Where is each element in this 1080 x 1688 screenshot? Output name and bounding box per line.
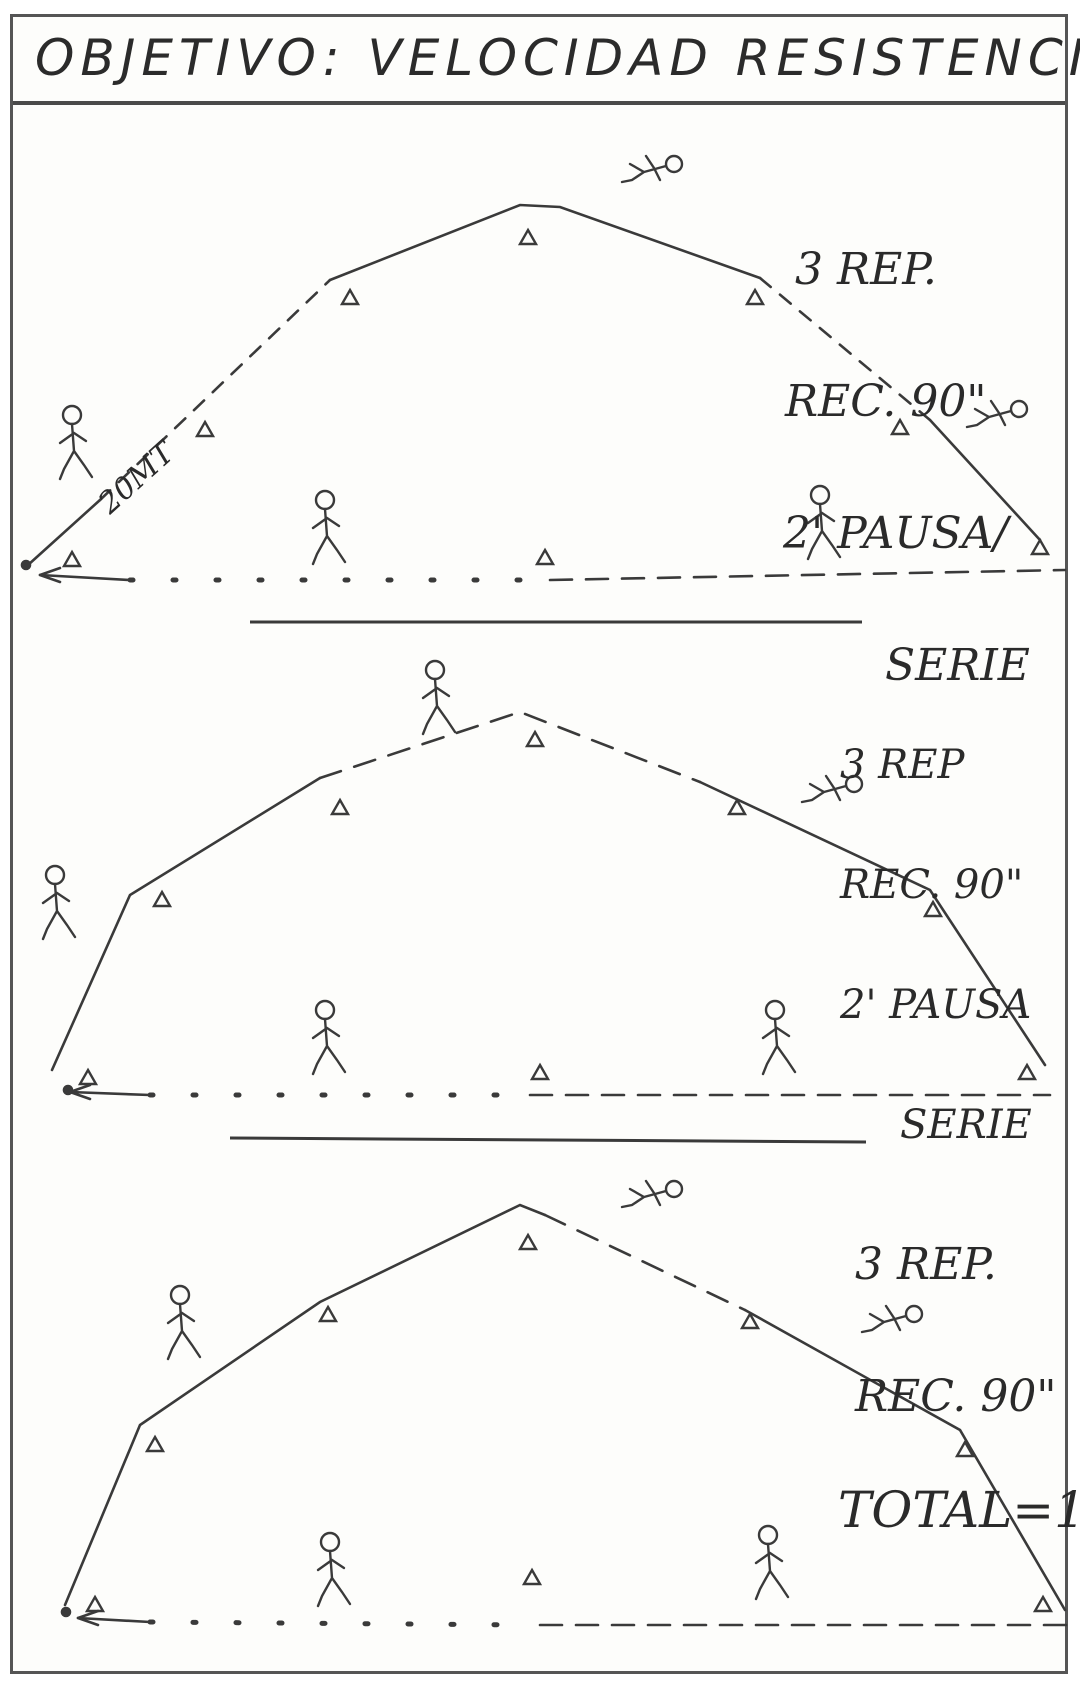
cone-icon xyxy=(1032,540,1048,554)
notes-diagram-2: 3 REP REC. 90" 2' PAUSA SERIE xyxy=(840,665,1032,1185)
section-divider xyxy=(230,1138,866,1142)
cone-icon xyxy=(342,290,358,304)
runner-icon xyxy=(168,1286,200,1359)
note-recovery: REC. 90" xyxy=(855,1375,1057,1419)
runner-icon xyxy=(318,1533,350,1606)
note-recovery: REC. 90" xyxy=(785,380,1030,424)
runner-icon xyxy=(313,491,345,564)
cone-icon xyxy=(87,1597,103,1611)
cone-icon xyxy=(332,800,348,814)
cone-icon xyxy=(520,1235,536,1249)
notes-diagram-1: 3 REP. REC. 90" 2' PAUSA/ SERIE xyxy=(795,160,1030,732)
cone-icon xyxy=(527,732,543,746)
cone-icon xyxy=(520,230,536,244)
runner-icon xyxy=(313,1001,345,1074)
runner-icon xyxy=(60,406,92,479)
cone-icon xyxy=(1035,1597,1051,1611)
note-serie: SERIE xyxy=(900,1105,1032,1145)
note-pause: 2' PAUSA/ xyxy=(783,512,1030,556)
runner-icon xyxy=(622,156,682,182)
cone-icon xyxy=(524,1570,540,1584)
runner-icon xyxy=(763,1001,795,1074)
note-reps: 3 REP. xyxy=(855,1243,1057,1287)
cone-icon xyxy=(532,1065,548,1079)
cone-icon xyxy=(197,422,213,436)
notes-diagram-3: 3 REP. REC. 90" xyxy=(855,1155,1057,1463)
note-reps: 3 REP xyxy=(840,745,1032,785)
note-pause: 2' PAUSA xyxy=(840,985,1032,1025)
runner-icon xyxy=(756,1526,788,1599)
runner-icon xyxy=(622,1181,682,1207)
runner-icon xyxy=(423,661,455,734)
cone-icon xyxy=(147,1437,163,1451)
distance-label: 20MT xyxy=(91,434,183,521)
cone-icon xyxy=(537,550,553,564)
runners-diagram-3 xyxy=(168,1181,922,1606)
note-recovery: REC. 90" xyxy=(840,865,1032,905)
cone-icon xyxy=(154,892,170,906)
cone-icon xyxy=(64,552,80,566)
note-reps: 3 REP. xyxy=(795,248,1030,292)
cone-icon xyxy=(80,1070,96,1084)
runners-diagram-2 xyxy=(43,661,862,1074)
total-time: TOTAL=18' xyxy=(838,1485,1080,1535)
cone-icon xyxy=(747,290,763,304)
cone-icon xyxy=(320,1307,336,1321)
runner-icon xyxy=(43,866,75,939)
